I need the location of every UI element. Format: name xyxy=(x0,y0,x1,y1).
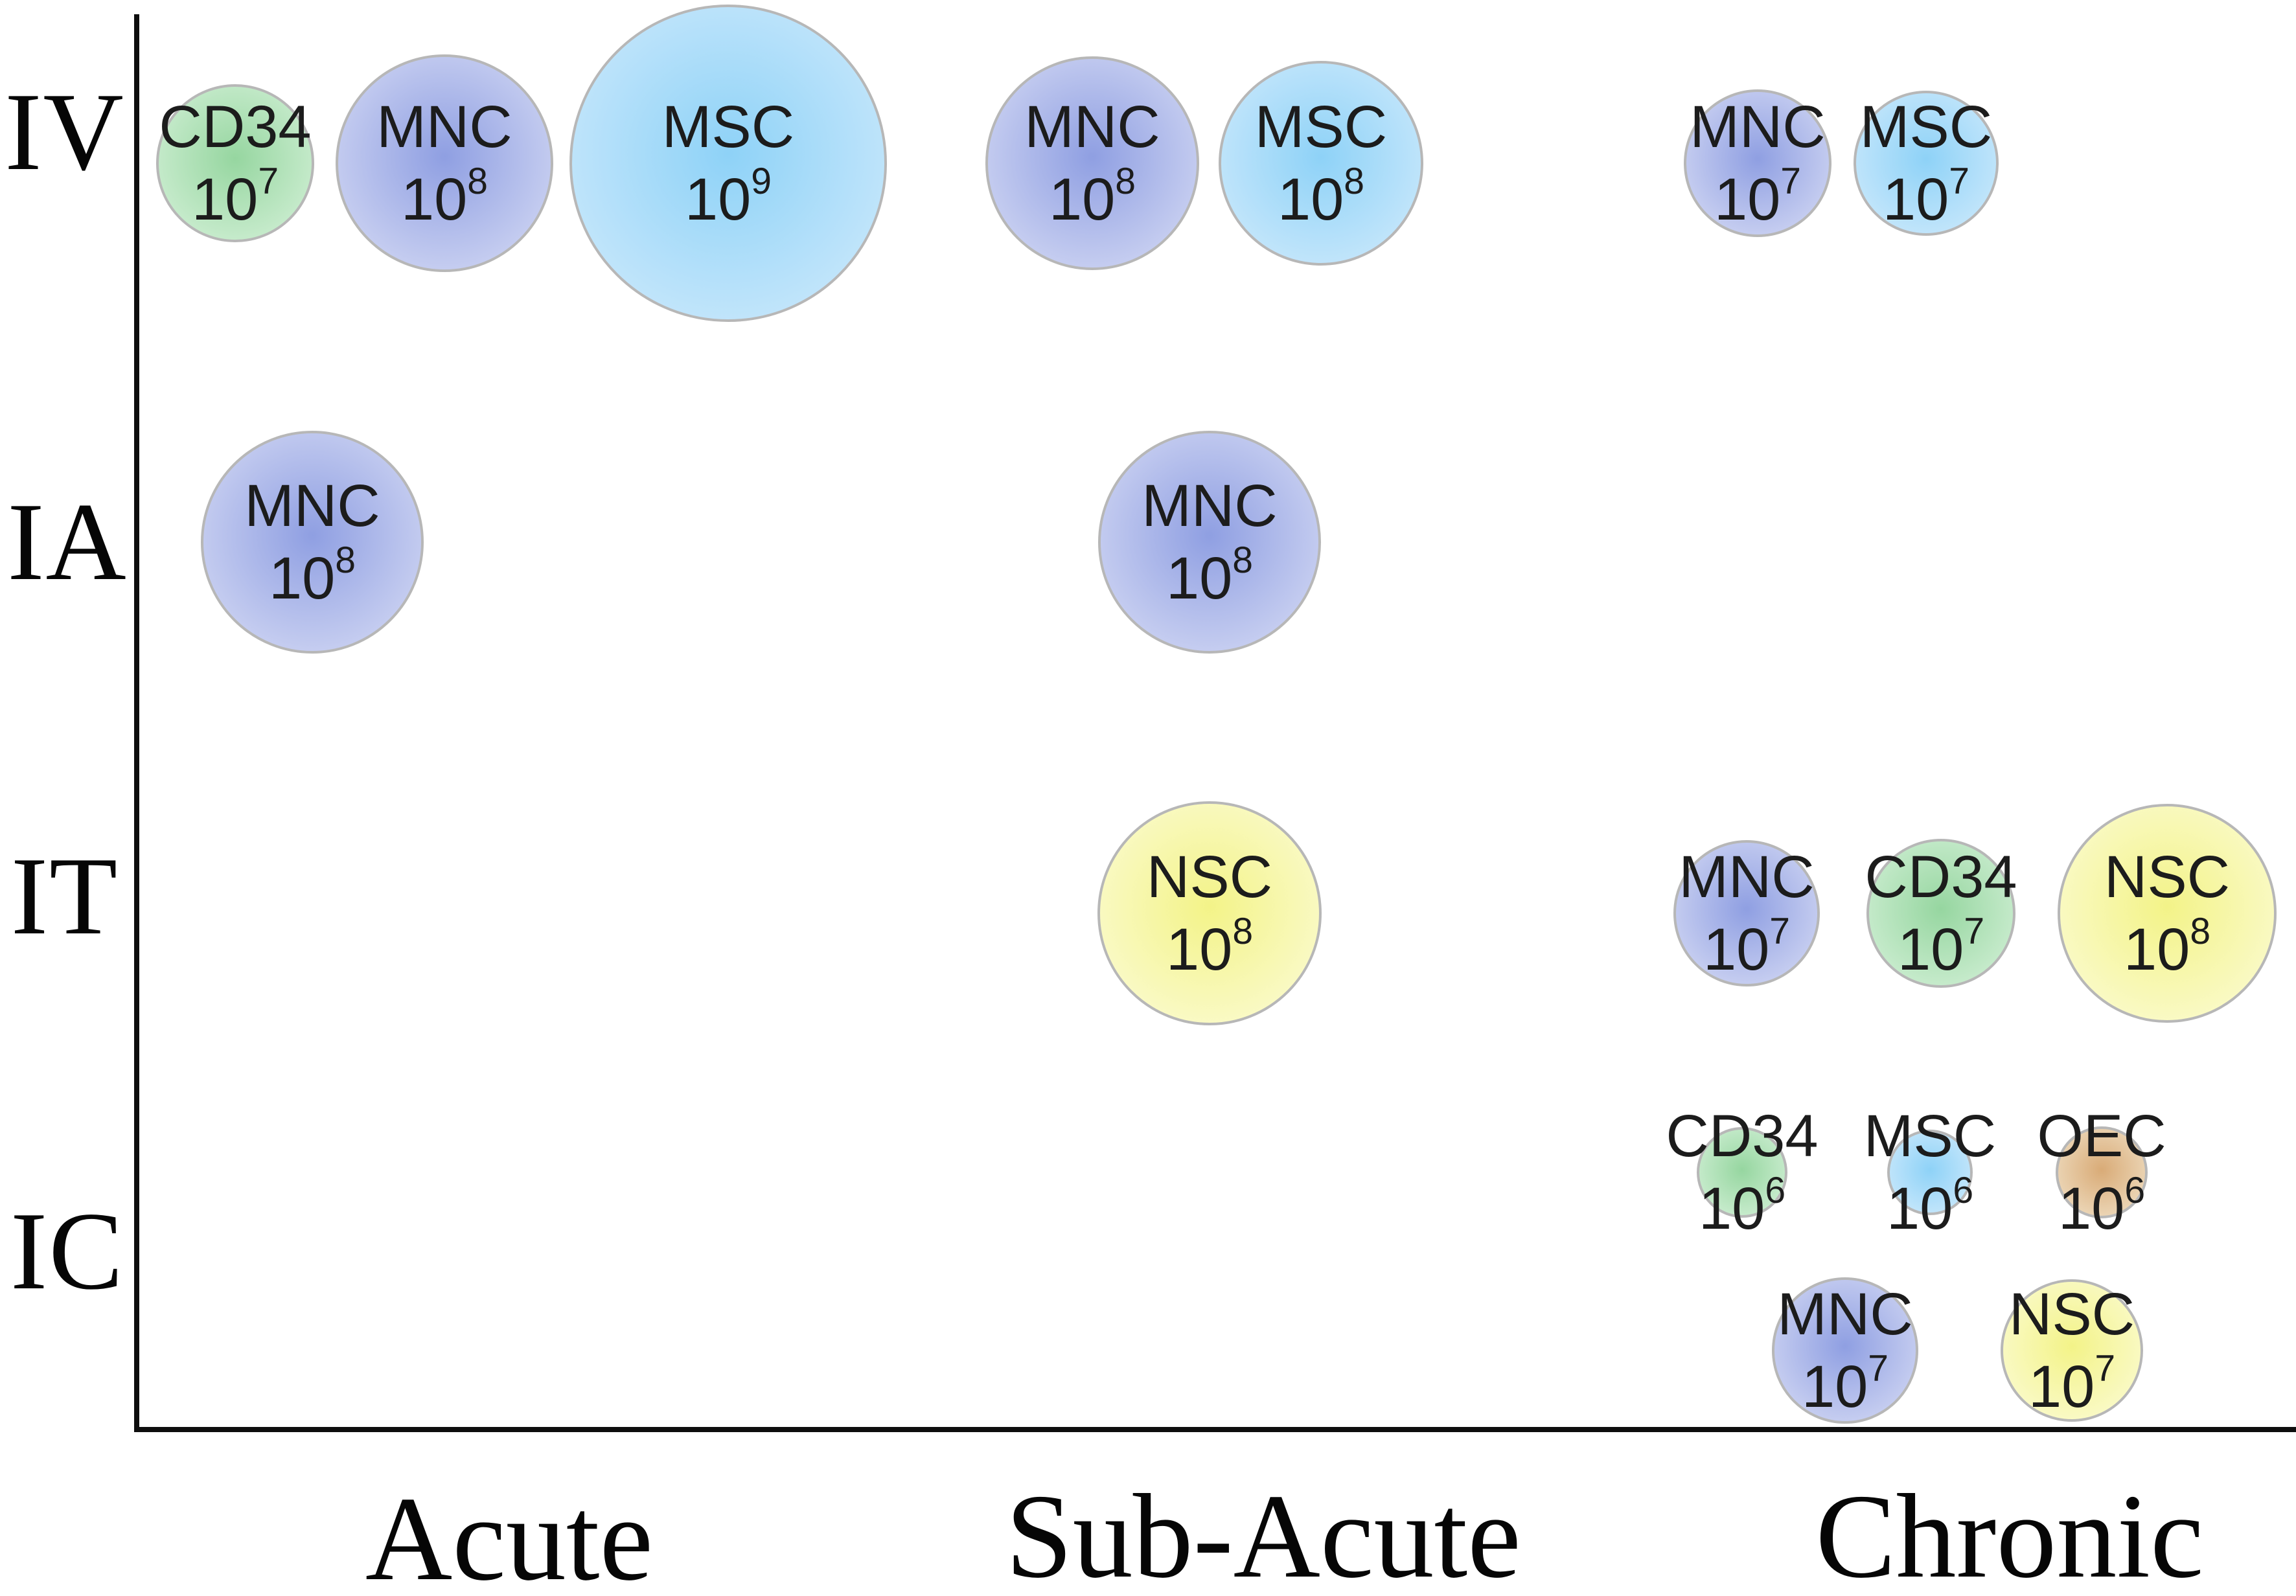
bubble-dose-exponent: 7 xyxy=(1868,1347,1889,1389)
bubble-dose: 108 xyxy=(1165,910,1254,983)
x-axis-label-acute: Acute xyxy=(365,1472,654,1596)
bubble-dose-exponent: 7 xyxy=(1964,910,1985,952)
bubble-cell-name: MSC xyxy=(1859,93,1993,160)
bubble-dose: 106 xyxy=(1886,1169,1974,1242)
bubble-dose-exponent: 7 xyxy=(1949,160,1970,202)
y-axis-label-iv: IV xyxy=(5,71,125,194)
bubble-cell-name: MNC xyxy=(1024,93,1160,160)
bubble-dose-exponent: 8 xyxy=(2190,910,2211,952)
bubble-dose: 107 xyxy=(191,160,279,233)
bubble-dose: 108 xyxy=(2123,910,2211,983)
bubble-dose-exponent: 7 xyxy=(1769,910,1791,952)
bubble-cell-name: MNC xyxy=(1690,93,1826,160)
bubble-dose-exponent: 6 xyxy=(1953,1169,1974,1211)
bubble-cell-name: CD34 xyxy=(1865,843,2017,910)
bubble-cell-name: NSC xyxy=(1146,843,1273,910)
bubble-dose-exponent: 8 xyxy=(1344,160,1365,202)
bubble-dose: 107 xyxy=(1703,910,1791,983)
bubble-dose: 108 xyxy=(1048,160,1136,233)
bubble-dose: 108 xyxy=(1277,160,1365,233)
bubble-dose-exponent: 7 xyxy=(258,160,279,202)
bubble-cell-name: CD34 xyxy=(159,93,312,160)
bubble-dose-exponent: 6 xyxy=(2124,1169,2146,1211)
y-axis-label-it: IT xyxy=(10,835,119,958)
bubble-dose: 106 xyxy=(1698,1169,1786,1242)
bubble-cell-name: OEC xyxy=(2037,1102,2166,1169)
bubble-dose-exponent: 7 xyxy=(2095,1347,2116,1389)
y-axis-label-ia: IA xyxy=(7,481,128,604)
bubble-cell-name: MSC xyxy=(1254,93,1388,160)
bubble-dose: 108 xyxy=(400,160,488,233)
bubble-dose: 108 xyxy=(1165,539,1254,611)
bubble-dose-exponent: 8 xyxy=(467,160,488,202)
x-axis-label-chronic: Chronic xyxy=(1815,1470,2204,1596)
bubble-dose-exponent: 8 xyxy=(1232,539,1254,581)
bubble-dose: 107 xyxy=(1714,160,1802,233)
bubble-dose-exponent: 8 xyxy=(1115,160,1136,202)
bubble-cell-name: MNC xyxy=(1679,843,1815,910)
bubble-dose-exponent: 9 xyxy=(751,160,772,202)
x-axis-line xyxy=(134,1427,2296,1432)
bubble-dose-exponent: 8 xyxy=(335,539,356,581)
bubble-cell-name: MNC xyxy=(1777,1281,1913,1347)
bubble-dose-exponent: 7 xyxy=(1780,160,1802,202)
bubble-dose: 107 xyxy=(1882,160,1970,233)
bubble-dose-exponent: 8 xyxy=(1232,910,1254,952)
bubble-cell-name: NSC xyxy=(2104,843,2231,910)
bubble-cell-name: CD34 xyxy=(1666,1102,1819,1169)
bubble-cell-name: MNC xyxy=(1142,472,1278,539)
bubble-cell-name: MSC xyxy=(661,93,795,160)
bubble-dose: 107 xyxy=(2028,1347,2116,1420)
bubble-cell-name: NSC xyxy=(2008,1281,2135,1347)
bubble-cell-name: MNC xyxy=(244,472,380,539)
bubble-dose-exponent: 6 xyxy=(1765,1169,1786,1211)
bubble-dose: 106 xyxy=(2058,1169,2146,1242)
bubble-dose: 109 xyxy=(684,160,772,233)
y-axis-label-ic: IC xyxy=(10,1190,124,1313)
bubble-cell-name: MNC xyxy=(376,93,512,160)
bubble-dose: 108 xyxy=(268,539,356,611)
bubble-dose: 107 xyxy=(1801,1347,1889,1420)
bubble-dose: 107 xyxy=(1897,910,1985,983)
bubble-cell-name: MSC xyxy=(1863,1102,1997,1169)
x-axis-label-sub-acute: Sub-Acute xyxy=(1005,1470,1521,1596)
y-axis-line xyxy=(134,14,139,1432)
